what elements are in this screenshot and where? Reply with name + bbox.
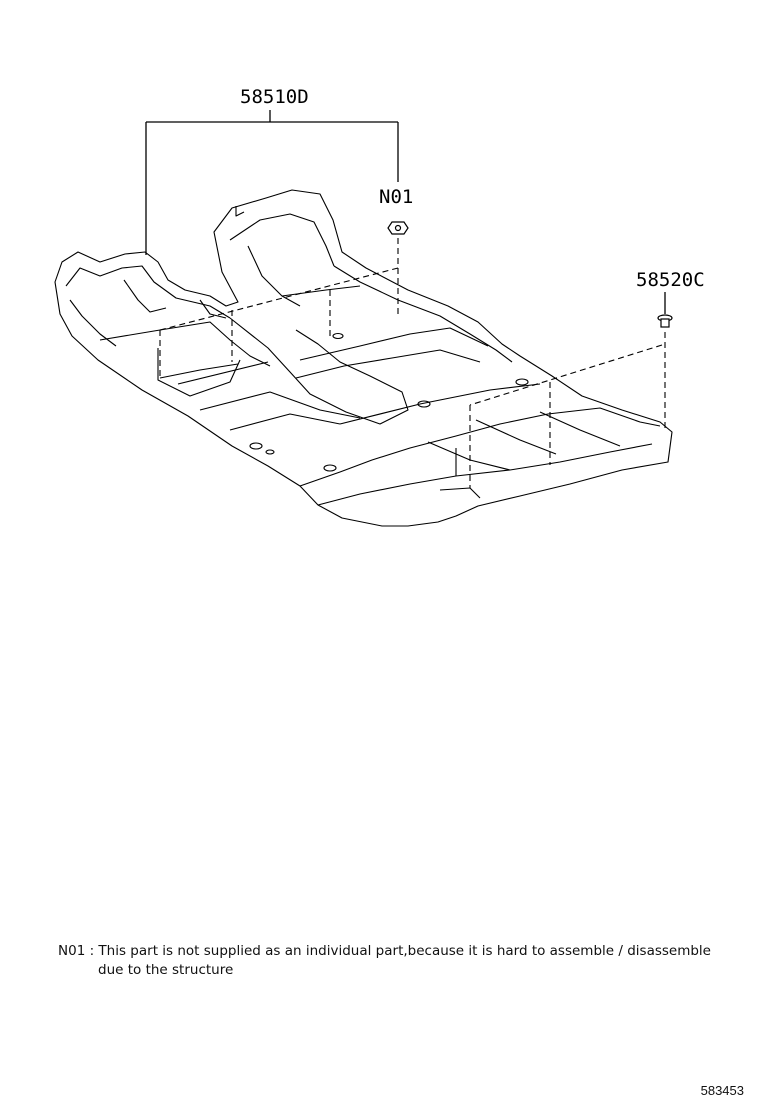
- floor-carpet-drawing: [54, 189, 673, 527]
- carpet-leader: [145, 110, 399, 255]
- footnote: N01 : This part is not supplied as an in…: [58, 942, 718, 980]
- part-label-58520c[interactable]: 58520C: [636, 269, 705, 291]
- floor-dashed-guides: [159, 267, 399, 380]
- footnote-text-line2: due to the structure: [98, 962, 234, 978]
- clip-dashed-leaders: [469, 332, 666, 488]
- illustration-number: 583453: [700, 1083, 744, 1098]
- footnote-separator: :: [85, 943, 99, 959]
- part-label-n01[interactable]: N01: [379, 186, 413, 208]
- part-label-58510d[interactable]: 58510D: [240, 86, 309, 108]
- nut-icon: [387, 221, 409, 235]
- clip-icon: [657, 314, 673, 328]
- footnote-code: N01: [58, 943, 86, 959]
- footnote-text-line1: This part is not supplied as an individu…: [98, 943, 711, 959]
